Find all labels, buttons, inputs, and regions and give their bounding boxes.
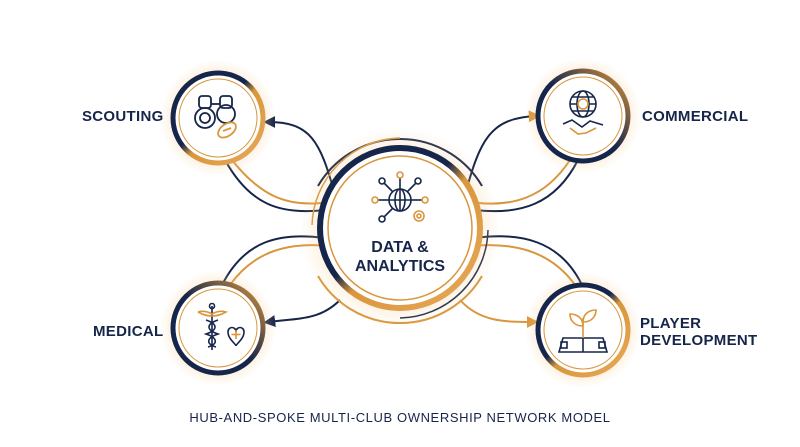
connector-player-arrow <box>459 299 539 328</box>
network-globe-gear-icon <box>371 171 429 223</box>
sprout-pitch-icon <box>557 309 609 353</box>
medical-label: MEDICAL <box>93 323 164 340</box>
commercial-label: COMMERCIAL <box>642 108 749 125</box>
scouting-node <box>160 60 276 176</box>
binoculars-football-icon <box>194 95 237 139</box>
hub-node <box>300 128 500 328</box>
globe-dollar-handshake-icon <box>562 90 604 135</box>
player-development-label-line1: PLAYER <box>640 315 702 332</box>
scouting-label: SCOUTING <box>82 108 164 125</box>
commercial-node <box>525 58 641 174</box>
hub-label-line2: ANALYTICS <box>354 258 446 275</box>
connector-medical-arrow <box>263 299 341 328</box>
caduceus-heart-icon <box>197 302 245 350</box>
hub-label-line1: DATA & <box>371 239 429 256</box>
hub-label: DATA & ANALYTICS <box>340 238 460 276</box>
player-development-label-line2: DEVELOPMENT <box>640 332 758 349</box>
player-development-label: PLAYER DEVELOPMENT <box>640 315 757 349</box>
medical-node <box>160 270 276 386</box>
player-development-node <box>525 272 641 388</box>
diagram-caption: HUB-AND-SPOKE MULTI-CLUB OWNERSHIP NETWO… <box>189 410 611 425</box>
